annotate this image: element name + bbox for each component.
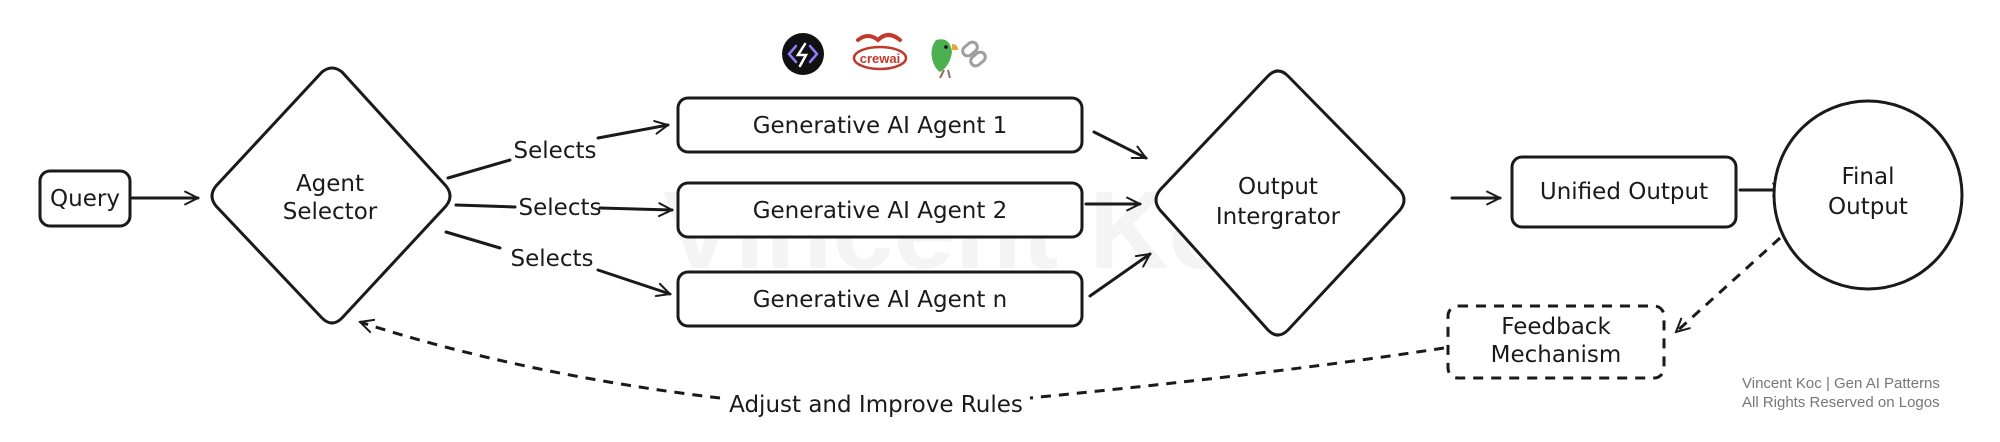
agent-1-node: Generative AI Agent 1: [676, 96, 1084, 154]
final-output-label-line1: Final: [1841, 164, 1894, 190]
query-node: Query: [38, 169, 132, 228]
final-to-feedback-arrow: [1676, 236, 1782, 332]
agent-2-node: Generative AI Agent 2: [676, 181, 1084, 239]
crewai-logo: crewai: [852, 33, 908, 71]
agent-2-label: Generative AI Agent 2: [753, 198, 1008, 224]
agent-1-label: Generative AI Agent 1: [753, 113, 1008, 139]
unified-output-label: Unified Output: [1540, 179, 1708, 205]
output-integrator-node: Output Intergrator: [1154, 69, 1406, 337]
agent-selector-label-line2: Selector: [283, 199, 378, 225]
query-label: Query: [50, 186, 120, 212]
selects-2-arrow: [598, 208, 672, 210]
credit-block: Vincent Koc | Gen AI Patterns All Rights…: [1742, 374, 1940, 412]
agent-selector-node: Agent Selector: [210, 66, 452, 325]
selects-2-line-a: [454, 203, 517, 209]
feedback-label-line1: Feedback: [1501, 314, 1611, 340]
selects-3-arrow: [596, 268, 670, 294]
selects-1-line-a: [446, 158, 512, 180]
output-integrator-label-line1: Output: [1238, 174, 1318, 200]
final-output-label-line2: Output: [1828, 194, 1908, 220]
agentn-to-integrator-arrow: [1088, 252, 1150, 298]
feedback-loop-arrow: [360, 322, 721, 400]
crewai-logo-text: crewai: [860, 51, 900, 66]
selects-label-2: Selects: [519, 195, 602, 221]
credit-line-2: All Rights Reserved on Logos: [1742, 394, 1940, 411]
langchain-parrot-chain-logo: [931, 39, 987, 79]
feedback-label-line2: Mechanism: [1491, 342, 1622, 368]
credit-line-1: Vincent Koc | Gen AI Patterns: [1742, 375, 1940, 392]
feedback-loop-label: Adjust and Improve Rules: [729, 392, 1023, 418]
feedback-mechanism-node: Feedback Mechanism: [1446, 304, 1666, 380]
agent-selector-label-line1: Agent: [296, 171, 364, 197]
agent-n-label: Generative AI Agent n: [753, 287, 1008, 313]
agent-n-node: Generative AI Agent n: [676, 270, 1084, 328]
selects-label-3: Selects: [511, 246, 594, 272]
unified-output-node: Unified Output: [1510, 155, 1738, 229]
output-integrator-label-line2: Intergrator: [1216, 204, 1341, 230]
feedback-loop-line-a: [1029, 346, 1445, 400]
final-output-node: Final Output: [1772, 99, 1964, 291]
selects-label-1: Selects: [514, 138, 597, 164]
agent1-to-integrator-arrow: [1092, 130, 1146, 160]
selects-1-arrow: [596, 125, 668, 140]
code-agent-logo: [782, 33, 824, 75]
selects-3-line-a: [444, 230, 502, 250]
